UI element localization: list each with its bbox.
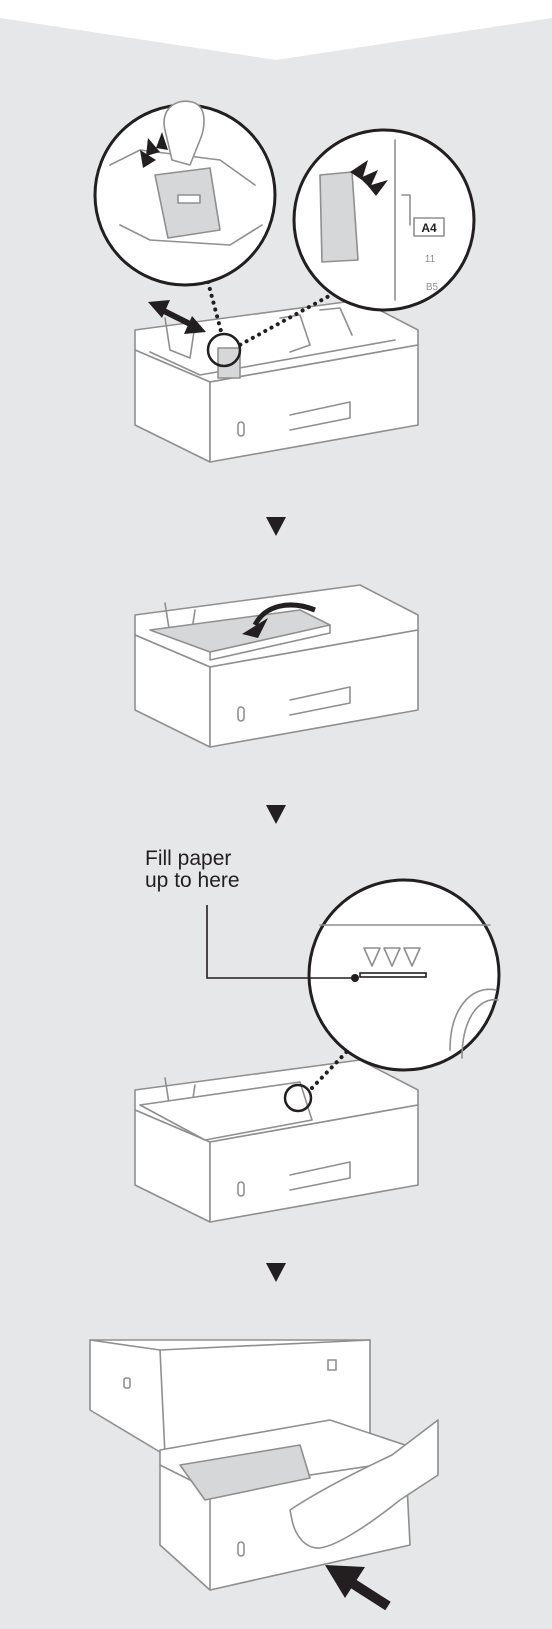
step-arrow-icon bbox=[266, 1263, 286, 1282]
step-arrow-icon bbox=[266, 805, 286, 824]
callout-leader-dot bbox=[351, 974, 359, 982]
size-mark-a4: A4 bbox=[421, 221, 437, 235]
header-notch bbox=[0, 0, 552, 60]
zoom-circle-size-marks bbox=[294, 130, 474, 310]
size-mark-11: 11 bbox=[425, 254, 436, 265]
size-mark-b5: B5 bbox=[426, 282, 439, 293]
push-arrow-icon bbox=[325, 1565, 388, 1606]
step-3-fill-to-mark bbox=[135, 880, 499, 1222]
step-1-adjust-guides bbox=[95, 101, 474, 462]
zoom-circle-guide-lever bbox=[95, 101, 275, 285]
callout-label: Fill paper up to here bbox=[145, 848, 240, 892]
callout-label-line-1: Fill paper bbox=[145, 848, 240, 870]
step-4-insert-drawer bbox=[90, 1340, 438, 1606]
step-2-load-paper bbox=[135, 585, 418, 747]
zoom-circle-fill-mark bbox=[309, 880, 499, 1070]
step-arrow-icon bbox=[266, 517, 286, 536]
callout-label-line-2: up to here bbox=[145, 870, 240, 892]
